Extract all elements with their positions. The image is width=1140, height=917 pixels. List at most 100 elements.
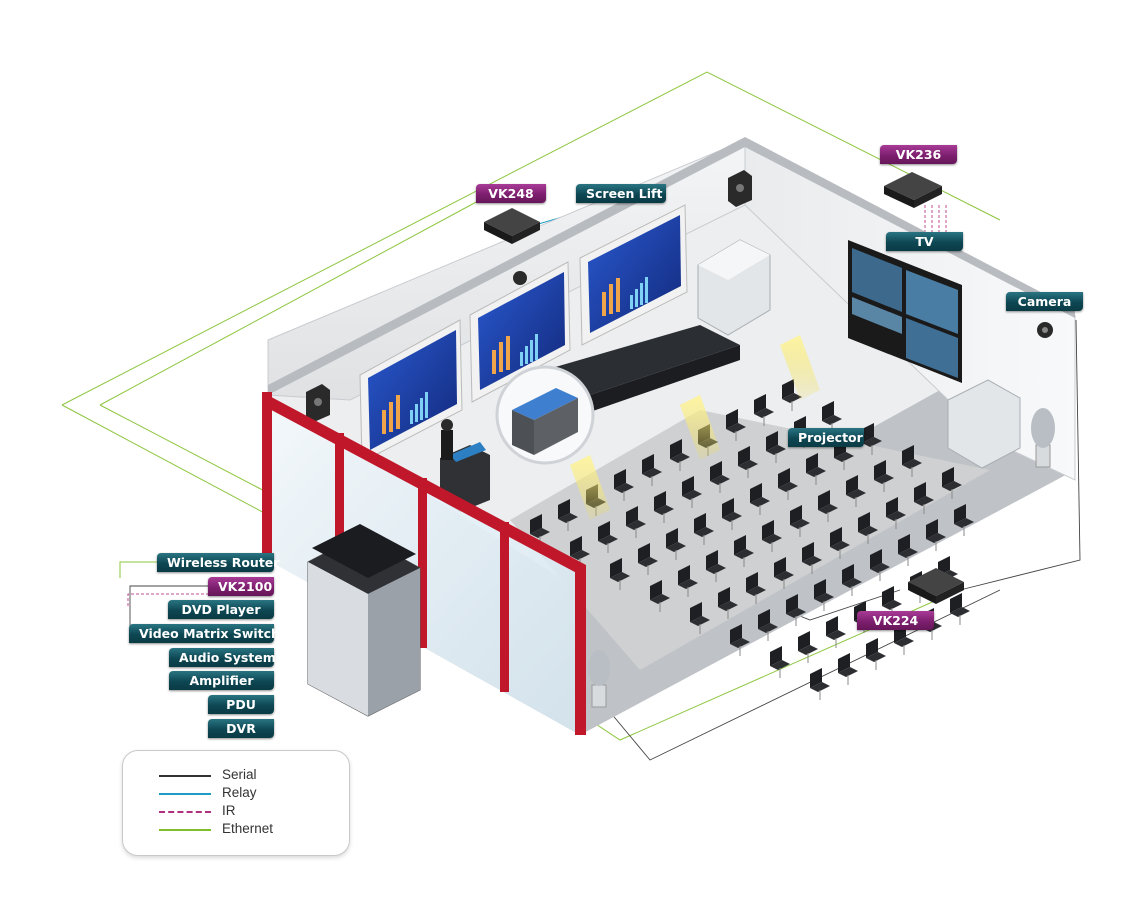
chair xyxy=(558,499,578,531)
chair xyxy=(774,557,794,589)
floor-carpet xyxy=(510,410,990,670)
chair xyxy=(766,431,786,463)
chair xyxy=(814,579,834,611)
legend-label-ir: IR xyxy=(222,803,236,818)
chair xyxy=(654,491,674,523)
chair xyxy=(730,624,750,656)
chair xyxy=(806,453,826,485)
chair xyxy=(886,497,906,529)
audio-system-label: Audio System xyxy=(169,648,276,667)
legend-swatch-serial xyxy=(159,775,211,777)
camera-device xyxy=(1037,322,1053,338)
camera-label: Camera xyxy=(1006,292,1083,311)
video-matrix-switch-label: Video Matrix Switch xyxy=(129,624,280,643)
chair xyxy=(926,519,946,551)
vk248-device xyxy=(484,208,540,244)
chair xyxy=(710,461,730,493)
chair xyxy=(626,506,646,538)
chair xyxy=(846,475,866,507)
vk236-label: VK236 xyxy=(880,145,957,164)
legend-swatch-ir xyxy=(159,811,211,813)
stage-front xyxy=(590,345,740,412)
chair xyxy=(914,482,934,514)
chair xyxy=(650,580,670,612)
chair xyxy=(802,542,822,574)
dvr-label: DVR xyxy=(208,719,274,738)
chair xyxy=(678,565,698,597)
ceiling-camera xyxy=(513,271,527,285)
amplifier-label: Amplifier xyxy=(169,671,274,690)
chair xyxy=(790,505,810,537)
chair xyxy=(598,521,618,553)
speaker-back-right xyxy=(728,170,752,207)
dvd-player-label: DVD Player xyxy=(168,600,274,619)
wireless-router-label: Wireless Router xyxy=(157,553,279,572)
chair xyxy=(706,550,726,582)
chair xyxy=(754,394,774,426)
legend-swatch-relay xyxy=(159,793,211,795)
chair xyxy=(638,543,658,575)
vk248-label: VK248 xyxy=(476,184,546,203)
stage-platform xyxy=(545,325,740,395)
chair xyxy=(898,534,918,566)
pdu-label: PDU xyxy=(208,695,274,714)
projector-label: Projector xyxy=(788,428,864,447)
chair xyxy=(690,602,710,634)
audience-chairs xyxy=(530,379,974,700)
chair xyxy=(718,587,738,619)
projection-screens xyxy=(359,204,688,463)
chair xyxy=(610,558,630,590)
chair xyxy=(682,476,702,508)
legend: Serial Relay IR Ethernet xyxy=(122,750,350,856)
chair xyxy=(614,469,634,501)
cabinet-back xyxy=(697,239,771,336)
projector-beams xyxy=(570,335,820,520)
chair xyxy=(746,572,766,604)
chair xyxy=(762,520,782,552)
chair xyxy=(870,549,890,581)
chair xyxy=(694,513,714,545)
chair xyxy=(830,527,850,559)
tv-label: TV xyxy=(886,232,963,251)
chair xyxy=(786,594,806,626)
plant-front xyxy=(588,650,610,708)
chair xyxy=(902,445,922,477)
vk2100-label: VK2100 xyxy=(208,577,274,596)
chair xyxy=(722,498,742,530)
chair xyxy=(666,528,686,560)
vk224-label: VK224 xyxy=(857,611,934,630)
chair xyxy=(862,423,882,455)
chair xyxy=(798,631,818,663)
chair xyxy=(842,564,862,596)
chair xyxy=(530,514,550,546)
equipment-rack xyxy=(307,524,421,717)
chair xyxy=(950,593,970,625)
chair xyxy=(866,638,886,670)
chair xyxy=(858,512,878,544)
legend-label-serial: Serial xyxy=(222,767,257,782)
chair xyxy=(954,504,974,536)
chair xyxy=(778,468,798,500)
vk236-device xyxy=(884,172,942,208)
chair xyxy=(670,439,690,471)
touch-panel-zoom xyxy=(495,365,595,465)
chair xyxy=(642,454,662,486)
serial-lines xyxy=(129,319,1081,761)
glass-partition xyxy=(262,392,586,735)
tv-wall xyxy=(848,240,962,383)
chair xyxy=(726,409,746,441)
cabinet-right xyxy=(947,379,1021,469)
chair xyxy=(810,668,830,700)
chair xyxy=(874,460,894,492)
chair xyxy=(750,483,770,515)
chair xyxy=(782,379,802,411)
chair xyxy=(734,535,754,567)
speaker-back-left xyxy=(306,384,330,422)
chair xyxy=(942,467,962,499)
legend-label-relay: Relay xyxy=(222,785,257,800)
chair xyxy=(738,446,758,478)
legend-swatch-ethernet xyxy=(159,829,211,831)
chair xyxy=(758,609,778,641)
legend-label-ethernet: Ethernet xyxy=(222,821,274,836)
